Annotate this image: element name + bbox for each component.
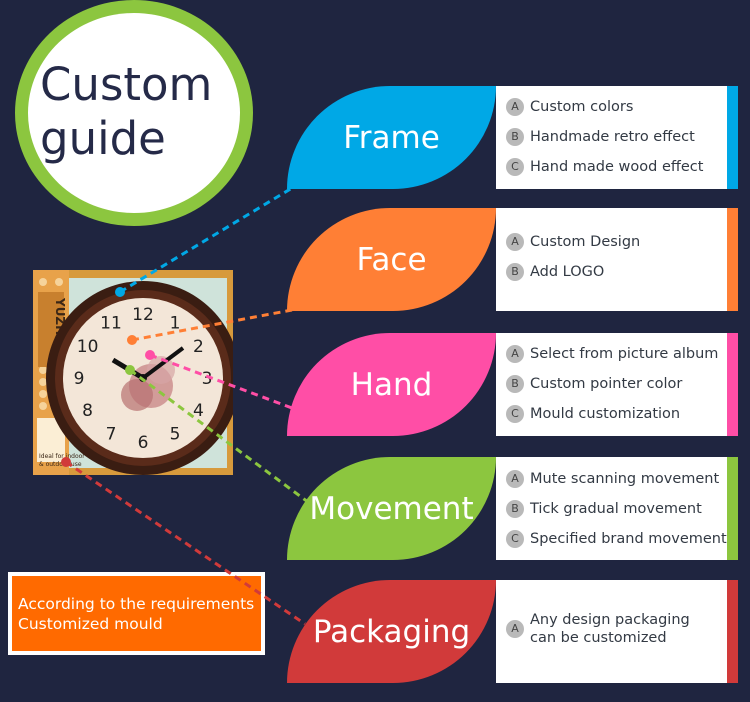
- card-face: A Custom Design B Add LOGO: [496, 208, 738, 311]
- card-packaging: A Any design packaging can be customized: [496, 580, 738, 683]
- list-item: B Tick gradual movement: [506, 500, 702, 518]
- note-text: According to the requirements Customized…: [18, 595, 255, 633]
- item-text: Mould customization: [530, 406, 681, 422]
- page-title: Custom guide: [40, 58, 213, 165]
- item-text: Select from picture album: [530, 346, 719, 362]
- letter-badge: A: [506, 345, 524, 363]
- letter-badge: A: [506, 470, 524, 488]
- clock-numeral: 10: [77, 337, 99, 357]
- list-item: A Custom colors: [506, 98, 633, 116]
- card-frame: A Custom colors B Handmade retro effect …: [496, 86, 738, 189]
- item-text: Custom colors: [530, 99, 634, 115]
- clock-numeral: 1: [170, 314, 181, 334]
- clock-numeral: 2: [193, 337, 204, 357]
- item-text: Mute scanning movement: [530, 471, 720, 487]
- item-text: Tick gradual movement: [530, 501, 702, 517]
- list-item: B Handmade retro effect: [506, 128, 695, 146]
- accent-bar: [727, 457, 738, 560]
- item-text: Add LOGO: [530, 264, 605, 280]
- item-text: Any design packaging can be customized: [530, 612, 690, 646]
- note-box: According to the requirements Customized…: [8, 572, 265, 655]
- item-text: Custom pointer color: [530, 376, 683, 392]
- letter-badge: B: [506, 128, 524, 146]
- category-movement: Movement: [287, 457, 496, 560]
- title-badge: [15, 0, 253, 226]
- accent-bar: [727, 86, 738, 189]
- letter-badge: A: [506, 98, 524, 116]
- letter-badge: C: [506, 405, 524, 423]
- item-text: Custom Design: [530, 234, 641, 250]
- category-face: Face: [287, 208, 496, 311]
- letter-badge: B: [506, 500, 524, 518]
- clock-numeral: 3: [202, 369, 213, 389]
- list-item: A Custom Design: [506, 233, 640, 251]
- list-item: B Add LOGO: [506, 263, 604, 281]
- item-text: Hand made wood effect: [530, 159, 704, 175]
- box-caption-line-1: Ideal for indoor: [39, 453, 85, 460]
- list-item: A Select from picture album: [506, 345, 718, 363]
- category-label: Frame: [343, 119, 440, 156]
- clock-numeral: 8: [82, 401, 93, 421]
- title-badge-inner: [28, 13, 240, 213]
- accent-bar: [727, 333, 738, 436]
- clock-numeral: 4: [193, 401, 204, 421]
- box-caption: Ideal for indoor & outdoor use: [39, 453, 87, 468]
- clock-numeral: 11: [100, 314, 122, 334]
- letter-badge: B: [506, 375, 524, 393]
- clock-product-image: YUZHONG Ideal for indoor & outdoor use 1…: [33, 270, 233, 475]
- list-item: C Specified brand movement: [506, 530, 727, 548]
- letter-badge: A: [506, 620, 524, 638]
- category-frame: Frame: [287, 86, 496, 189]
- clock-numeral: 6: [138, 433, 149, 453]
- list-item: A Mute scanning movement: [506, 470, 719, 488]
- clock-numeral: 12: [132, 305, 154, 325]
- card-hand: A Select from picture album B Custom poi…: [496, 333, 738, 436]
- category-label: Movement: [309, 490, 474, 527]
- category-hand: Hand: [287, 333, 496, 436]
- letter-badge: B: [506, 263, 524, 281]
- clock-numeral: 9: [74, 369, 85, 389]
- category-label: Hand: [350, 366, 433, 403]
- accent-bar: [727, 580, 738, 683]
- item-text: Specified brand movement: [530, 531, 727, 547]
- list-item: C Hand made wood effect: [506, 158, 703, 176]
- letter-badge: C: [506, 158, 524, 176]
- clock-numeral: 5: [170, 424, 181, 444]
- card-movement: A Mute scanning movement B Tick gradual …: [496, 457, 738, 560]
- list-item: B Custom pointer color: [506, 375, 682, 393]
- category-label: Face: [356, 241, 427, 278]
- list-item: A Any design packaging can be customized: [506, 611, 690, 647]
- letter-badge: C: [506, 530, 524, 548]
- clock-numeral: 7: [106, 424, 117, 444]
- list-item: C Mould customization: [506, 405, 680, 423]
- item-text: Handmade retro effect: [530, 129, 695, 145]
- category-label: Packaging: [312, 613, 471, 650]
- box-caption-line-2: & outdoor use: [39, 461, 82, 468]
- accent-bar: [727, 208, 738, 311]
- clock-center: [139, 374, 147, 382]
- letter-badge: A: [506, 233, 524, 251]
- category-packaging: Packaging: [287, 580, 496, 683]
